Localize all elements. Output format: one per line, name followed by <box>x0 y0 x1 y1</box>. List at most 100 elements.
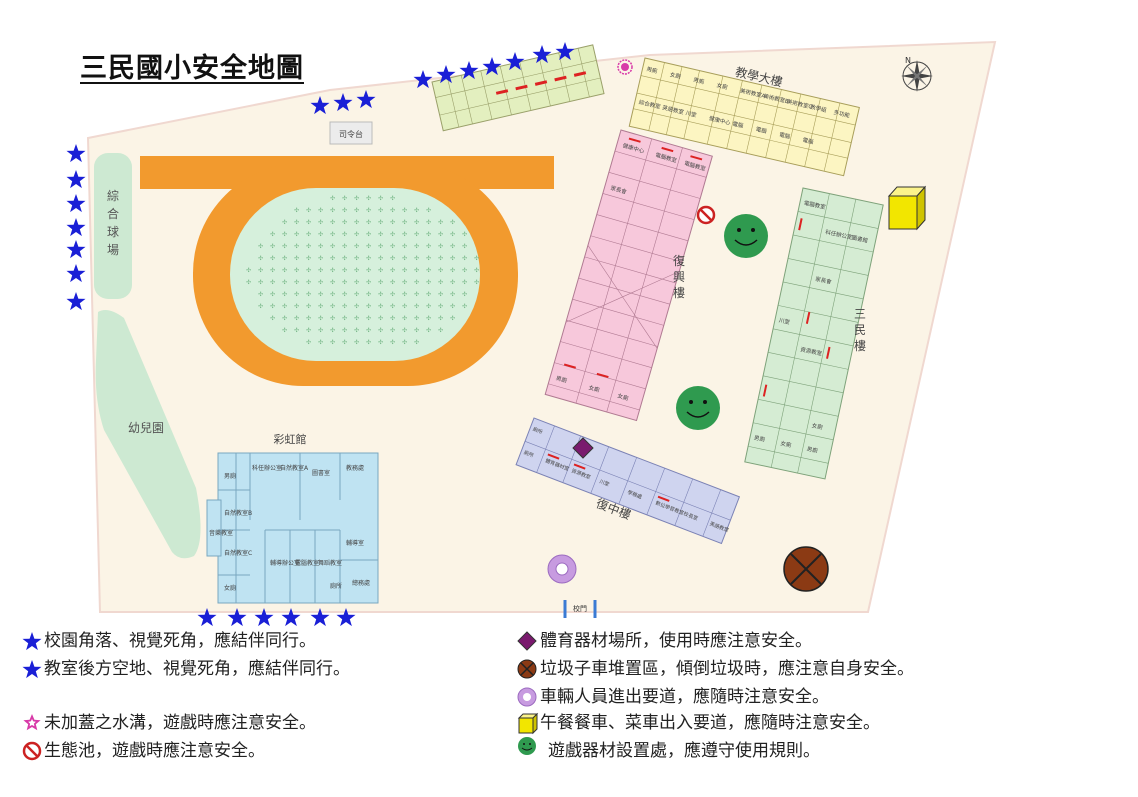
rainbow-hall-label: 彩虹館 <box>274 432 307 446</box>
room-label: 學務處 <box>626 489 643 501</box>
svg-text:✣: ✣ <box>354 291 359 298</box>
room-label: 輔導辦公室 <box>270 559 300 567</box>
svg-text:✣: ✣ <box>330 339 335 346</box>
svg-text:✣: ✣ <box>426 255 431 262</box>
minsheng-char-2: 民 <box>854 323 866 337</box>
svg-text:✣: ✣ <box>342 207 347 214</box>
svg-text:✣: ✣ <box>282 291 287 298</box>
room-label: 電腦 <box>802 136 815 146</box>
blue-star-icon <box>281 608 301 627</box>
svg-text:✣: ✣ <box>282 231 287 238</box>
svg-text:✣: ✣ <box>402 219 407 226</box>
svg-text:✣: ✣ <box>438 255 443 262</box>
svg-text:✣: ✣ <box>270 267 275 274</box>
svg-text:✣: ✣ <box>450 279 455 286</box>
blue-star-icon <box>254 608 274 627</box>
svg-text:✣: ✣ <box>426 207 431 214</box>
svg-text:✣: ✣ <box>390 291 395 298</box>
blue-star-icon <box>66 170 86 189</box>
svg-text:✣: ✣ <box>462 291 467 298</box>
svg-text:✣: ✣ <box>390 195 395 202</box>
svg-text:✣: ✣ <box>366 291 371 298</box>
room-label: 女廁 <box>716 81 729 91</box>
page-title: 三民國小安全地圖 <box>80 53 304 84</box>
svg-text:校門: 校門 <box>573 604 587 613</box>
room-label: 舞蹈教室 <box>318 559 342 567</box>
svg-text:✣: ✣ <box>342 255 347 262</box>
svg-text:✣: ✣ <box>294 267 299 274</box>
room-label: 川堂 <box>778 316 791 326</box>
svg-text:✣: ✣ <box>282 327 287 334</box>
svg-text:✣: ✣ <box>378 267 383 274</box>
svg-text:✣: ✣ <box>282 219 287 226</box>
svg-text:✣: ✣ <box>294 291 299 298</box>
room-label: 川堂 <box>685 109 698 119</box>
ball-court-char-3: 球 <box>107 225 119 239</box>
svg-text:✣: ✣ <box>402 291 407 298</box>
svg-text:✣: ✣ <box>390 231 395 238</box>
room-label: 男廁 <box>646 65 659 75</box>
svg-text:✣: ✣ <box>354 315 359 322</box>
svg-text:✣: ✣ <box>318 279 323 286</box>
svg-text:✣: ✣ <box>258 303 263 310</box>
blue-star-icon <box>66 264 86 283</box>
svg-text:✣: ✣ <box>258 291 263 298</box>
svg-text:✣: ✣ <box>390 339 395 346</box>
svg-text:✣: ✣ <box>330 255 335 262</box>
svg-text:✣: ✣ <box>366 303 371 310</box>
svg-text:✣: ✣ <box>318 207 323 214</box>
stage-box <box>329 121 373 145</box>
svg-text:✣: ✣ <box>402 255 407 262</box>
blue-star-icon <box>66 240 86 259</box>
svg-text:✣: ✣ <box>366 219 371 226</box>
svg-text:✣: ✣ <box>402 339 407 346</box>
svg-text:✣: ✣ <box>390 267 395 274</box>
svg-text:✣: ✣ <box>438 291 443 298</box>
svg-text:✣: ✣ <box>246 267 251 274</box>
svg-text:✣: ✣ <box>282 255 287 262</box>
svg-text:✣: ✣ <box>426 231 431 238</box>
svg-text:✣: ✣ <box>318 291 323 298</box>
svg-text:✣: ✣ <box>330 291 335 298</box>
svg-text:✣: ✣ <box>294 255 299 262</box>
room-label: 自然教室B <box>224 509 252 517</box>
svg-text:✣: ✣ <box>282 267 287 274</box>
svg-text:✣: ✣ <box>342 315 347 322</box>
svg-text:✣: ✣ <box>462 303 467 310</box>
fuxing-char-2: 興 <box>673 270 685 284</box>
svg-text:✣: ✣ <box>450 255 455 262</box>
svg-text:✣: ✣ <box>390 315 395 322</box>
svg-text:✣: ✣ <box>414 303 419 310</box>
room-label: 科任辦公室 <box>252 464 282 472</box>
svg-text:✣: ✣ <box>342 267 347 274</box>
svg-text:✣: ✣ <box>366 255 371 262</box>
svg-text:✣: ✣ <box>294 315 299 322</box>
compass-icon: N <box>901 56 933 92</box>
svg-text:✣: ✣ <box>402 279 407 286</box>
svg-text:✣: ✣ <box>378 339 383 346</box>
svg-text:✣: ✣ <box>318 267 323 274</box>
purple-diamond-icon <box>517 631 537 651</box>
ball-court-char-4: 場 <box>107 243 119 257</box>
room-label: 家長會 <box>815 275 833 286</box>
ball-court-char-2: 合 <box>107 206 119 221</box>
svg-text:✣: ✣ <box>450 315 455 322</box>
svg-text:✣: ✣ <box>366 279 371 286</box>
svg-text:✣: ✣ <box>414 243 419 250</box>
kindergarten-area <box>95 310 201 559</box>
svg-text:✣: ✣ <box>354 267 359 274</box>
fuxing-char-1: 復 <box>673 253 685 268</box>
room-label: 男廁 <box>693 76 706 86</box>
svg-text:✣: ✣ <box>282 303 287 310</box>
smiley-icon <box>724 214 768 258</box>
svg-text:✣: ✣ <box>258 267 263 274</box>
rainbow-hall <box>206 452 379 604</box>
blue-star-icon <box>197 608 217 627</box>
svg-text:✣: ✣ <box>354 327 359 334</box>
svg-text:✣: ✣ <box>294 303 299 310</box>
svg-text:✣: ✣ <box>378 219 383 226</box>
svg-text:✣: ✣ <box>270 243 275 250</box>
svg-text:✣: ✣ <box>426 303 431 310</box>
room-label: 圖書館 <box>851 233 869 244</box>
